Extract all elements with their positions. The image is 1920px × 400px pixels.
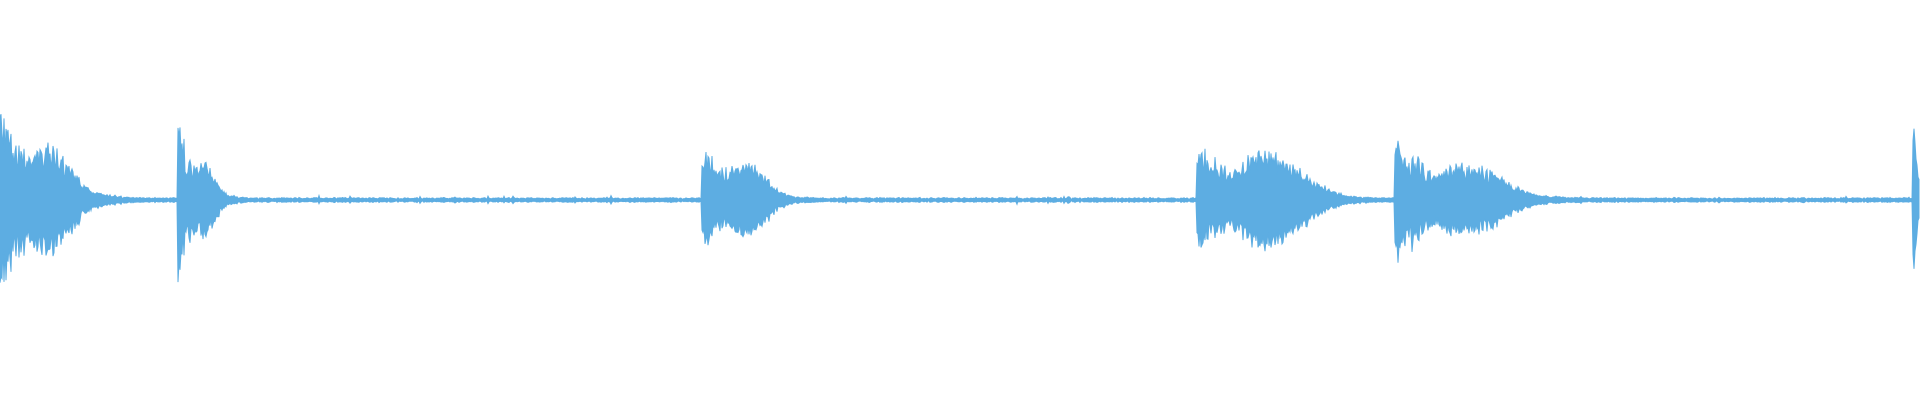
waveform-path	[0, 114, 1920, 283]
